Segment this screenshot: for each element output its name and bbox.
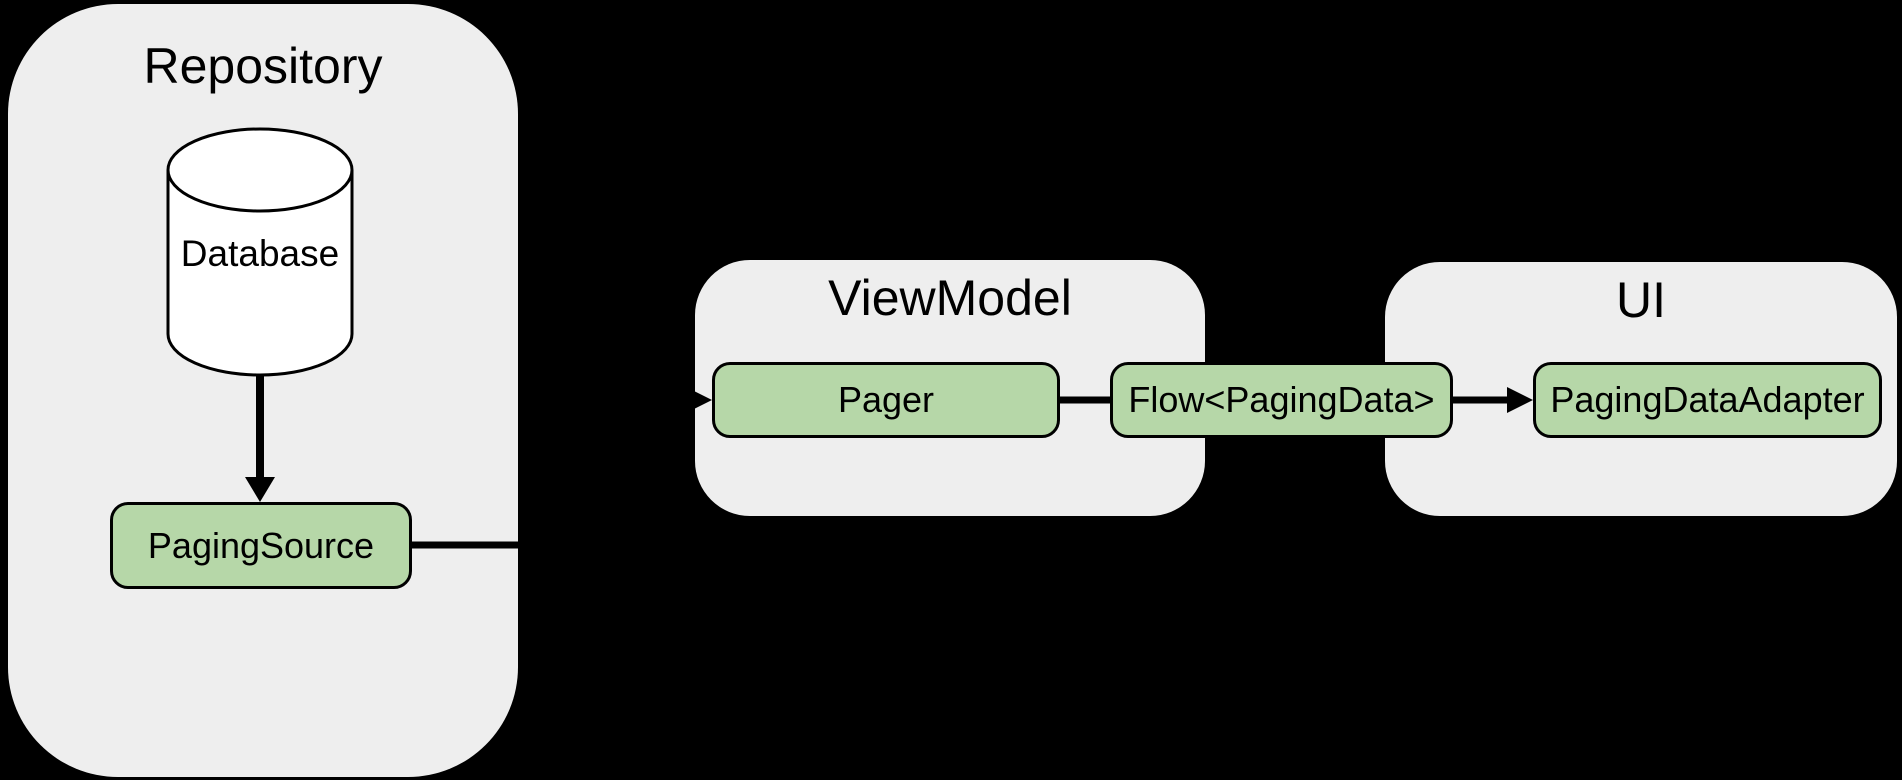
- node-flow-pagingdata-label: Flow<PagingData>: [1128, 379, 1435, 420]
- node-pagingdataadapter: PagingDataAdapter: [1533, 362, 1882, 438]
- database-cylinder-icon: [166, 127, 354, 377]
- repository-title: Repository: [143, 38, 383, 94]
- ui-title: UI: [1616, 272, 1666, 328]
- database-cylinder-top: [166, 127, 354, 213]
- viewmodel-title: ViewModel: [828, 270, 1072, 326]
- database-label: Database: [180, 233, 340, 274]
- node-paging-source-label: PagingSource: [147, 524, 375, 566]
- node-pager: Pager: [712, 362, 1060, 438]
- node-flow-pagingdata: Flow<PagingData>: [1110, 362, 1453, 438]
- node-pager-label: Pager: [837, 379, 935, 420]
- node-pagingdataadapter-label: PagingDataAdapter: [1550, 379, 1865, 420]
- node-paging-source: PagingSource: [110, 502, 412, 589]
